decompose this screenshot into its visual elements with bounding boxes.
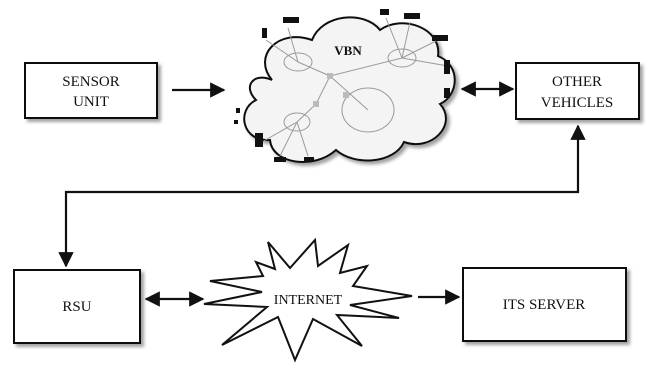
internet-starburst: INTERNET	[203, 237, 413, 363]
vbn-label: VBN	[334, 43, 362, 58]
sensor-unit-box: SENSOR UNIT	[24, 62, 158, 119]
vbn-small-nodes	[313, 73, 349, 107]
vbn-cloud: VBN	[234, 9, 456, 164]
connections	[58, 81, 586, 307]
sensor-unit-label-line2: UNIT	[73, 94, 109, 110]
other-vehicles-box: OTHER VEHICLES	[515, 62, 640, 120]
internet-label: INTERNET	[274, 293, 343, 308]
rsu-label: RSU	[62, 299, 91, 315]
arrow-other-vehicles-to-rsu	[58, 124, 586, 268]
other-vehicles-label-line2: VEHICLES	[541, 95, 614, 111]
vbn-internal-network	[261, 17, 449, 157]
sensor-unit-label-line1: SENSOR	[62, 74, 120, 90]
rsu-box: RSU	[13, 269, 141, 344]
its-server-box: ITS SERVER	[462, 267, 627, 342]
its-server-label: ITS SERVER	[503, 297, 586, 313]
other-vehicles-label-line1: OTHER	[552, 74, 602, 90]
